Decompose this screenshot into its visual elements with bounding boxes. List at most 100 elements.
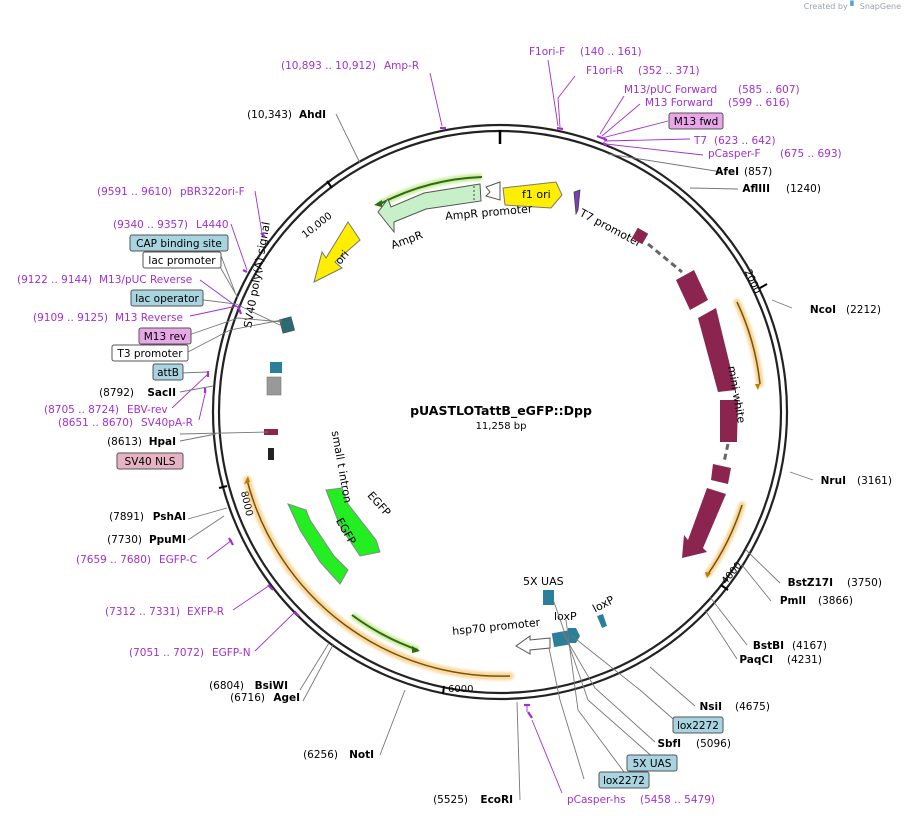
box-lac-operator: lac operator bbox=[130, 289, 204, 307]
sv40-polya-label: SV40 poly(A) signal bbox=[241, 221, 272, 329]
enzyme-bsiwi-name: BsiWI bbox=[255, 680, 288, 692]
plasmid-size: 11,258 bp bbox=[476, 421, 527, 432]
enzyme-hpai-name: HpaI bbox=[149, 436, 176, 448]
snapgene-watermark: Created by ▘ SnapGene bbox=[804, 2, 901, 12]
primer-m13puc-fwd-pos: (585 .. 607) bbox=[738, 84, 800, 96]
enzyme-sbfi-pos: (5096) bbox=[696, 738, 731, 750]
enzyme-bstbi-name: BstBI bbox=[753, 640, 784, 652]
enzyme-afei-name: AfeI bbox=[715, 166, 739, 178]
mini-white-exon-5 bbox=[711, 464, 731, 484]
box-m13-rev: M13 rev bbox=[138, 327, 192, 345]
primer-egfp-c-pos: (7659 .. 7680) bbox=[76, 554, 151, 566]
svg-text:M13 rev: M13 rev bbox=[144, 331, 187, 343]
primer-pbr322ori-f-name: pBR322ori-F bbox=[180, 186, 245, 198]
uas-5x-block bbox=[543, 590, 554, 605]
enzyme-pmli-name: PmlI bbox=[780, 595, 806, 607]
primer-f1ori-r-pos: (352 .. 371) bbox=[638, 65, 700, 77]
primer-pcasper-f-name: pCasper-F bbox=[708, 148, 761, 160]
primer-pcasper-hs-name: pCasper-hs bbox=[567, 794, 626, 806]
outer-arc-1-head bbox=[755, 384, 760, 390]
primer-egfp-n-pos: (7051 .. 7072) bbox=[129, 647, 204, 659]
outer-arc-3-head bbox=[244, 476, 250, 484]
tick-label-2000: 2000 bbox=[742, 268, 762, 296]
mini-white-intron-1 bbox=[647, 242, 683, 274]
primer-t7-pos: (623 .. 642) bbox=[714, 135, 776, 147]
enzyme-nsii-name: NsiI bbox=[699, 701, 722, 713]
mini-white-intron-2 bbox=[722, 443, 730, 463]
enzyme-bsiwi-pos: (6804) bbox=[209, 680, 244, 692]
tick-4000: 4000 bbox=[720, 560, 745, 591]
hsp70-promoter-label: hsp70 promoter bbox=[452, 616, 542, 638]
tick-label-4000: 4000 bbox=[720, 560, 745, 587]
enzyme-sbfi-name: SbfI bbox=[657, 738, 681, 750]
enzyme-ncoi-name: NcoI bbox=[810, 304, 836, 316]
created-by-text: Created by bbox=[803, 2, 848, 11]
loxp-1-arrow bbox=[568, 628, 580, 643]
enzyme-ecori-name: EcoRI bbox=[480, 794, 513, 806]
primer-m13-rev-pos: (9109 .. 9125) bbox=[33, 312, 108, 324]
mini-white-exon-6 bbox=[682, 488, 726, 558]
ampr-arrow bbox=[377, 183, 482, 234]
box-5x-uas: 5X UAS bbox=[626, 754, 678, 772]
enzyme-nrui-pos: (3161) bbox=[857, 475, 892, 487]
t7-promoter-mark bbox=[573, 189, 581, 216]
enzyme-noti-pos: (6256) bbox=[303, 749, 338, 761]
primer-t7-name: T7 bbox=[693, 135, 707, 147]
enzyme-paqci-name: PaqCI bbox=[739, 654, 773, 666]
box-t3-promoter: T3 promoter bbox=[111, 344, 189, 362]
top-green-arc-head bbox=[374, 200, 382, 207]
enzyme-sacii-pos: (8792) bbox=[99, 387, 134, 399]
egfp-outer-arrow bbox=[287, 503, 349, 585]
uas-5x-label: 5X UAS bbox=[523, 575, 564, 588]
tick-label-10000: 10,000 bbox=[300, 211, 334, 241]
primer-l4440-name: L4440 bbox=[196, 219, 229, 231]
ampr-promoter-arrow bbox=[485, 181, 501, 201]
primer-m13puc-rev-pos: (9122 .. 9144) bbox=[17, 274, 92, 286]
primer-ebv-rev-name: EBV-rev bbox=[127, 404, 168, 416]
plasmid-name: pUASTLOTattB_eGFP::Dpp bbox=[410, 403, 592, 419]
enzyme-pshai-name: PshAI bbox=[153, 511, 186, 523]
primer-pbr322ori-f-pos: (9591 .. 9610) bbox=[97, 186, 172, 198]
primer-exfp-r-name: EXFP-R bbox=[187, 606, 224, 618]
outer-arc-2 bbox=[707, 504, 743, 575]
enzyme-hpai-pos: (8613) bbox=[107, 436, 142, 448]
svg-text:lac operator: lac operator bbox=[135, 293, 199, 305]
t7-promoter-label: T7 promoter bbox=[576, 206, 644, 250]
outer-arc-1-glow bbox=[733, 298, 764, 388]
svg-text:lox2272: lox2272 bbox=[677, 720, 719, 732]
leader-lines bbox=[171, 59, 814, 801]
tick-label-6000: 6000 bbox=[448, 684, 473, 695]
enzyme-ahdi-name: AhdI bbox=[299, 109, 326, 121]
primer-l4440-pos: (9340 .. 9357) bbox=[113, 219, 188, 231]
outer-arc-1 bbox=[736, 301, 761, 385]
svg-text:lox2272: lox2272 bbox=[603, 775, 645, 787]
svg-text:CAP binding site: CAP binding site bbox=[136, 238, 222, 250]
primer-site-marks bbox=[203, 126, 608, 719]
f1-ori-label: f1 ori bbox=[522, 188, 551, 201]
enzyme-afliii-name: AflIII bbox=[742, 183, 770, 195]
hsp70-promoter-arrow bbox=[515, 635, 551, 655]
outer-arc-2-head bbox=[705, 572, 711, 578]
enzyme-ecori-pos: (5525) bbox=[433, 794, 468, 806]
box-sv40-nls: SV40 NLS bbox=[116, 452, 184, 470]
primer-m13puc-rev-name: M13/pUC Reverse bbox=[99, 274, 192, 286]
enzyme-ppumi-name: PpuMI bbox=[149, 534, 186, 546]
primer-sv40pa-r-name: SV40pA-R bbox=[141, 417, 193, 429]
enzyme-afliii-pos: (1240) bbox=[786, 183, 821, 195]
small-t-intron-block bbox=[268, 448, 274, 460]
mini-white-exon-1 bbox=[631, 227, 649, 245]
svg-text:SV40 NLS: SV40 NLS bbox=[125, 456, 176, 468]
svg-text:attB: attB bbox=[157, 367, 179, 379]
snapgene-brand: SnapGene bbox=[859, 2, 901, 11]
enzyme-agei-pos: (6716) bbox=[230, 692, 265, 704]
primer-pcasper-hs-pos: (5458 .. 5479) bbox=[640, 794, 715, 806]
sv40-ori-block bbox=[266, 376, 282, 396]
svg-text:5X UAS: 5X UAS bbox=[633, 758, 672, 770]
primer-egfp-c-name: EGFP-C bbox=[159, 554, 197, 566]
ori-arrow bbox=[313, 221, 361, 283]
primer-f1ori-f-pos: (140 .. 161) bbox=[580, 46, 642, 58]
box-lac-promoter: lac promoter bbox=[142, 251, 222, 269]
enzyme-bstz17i-pos: (3750) bbox=[847, 577, 882, 589]
tick-6000: 6000 bbox=[442, 684, 473, 695]
sv40-polya-block bbox=[279, 316, 295, 334]
